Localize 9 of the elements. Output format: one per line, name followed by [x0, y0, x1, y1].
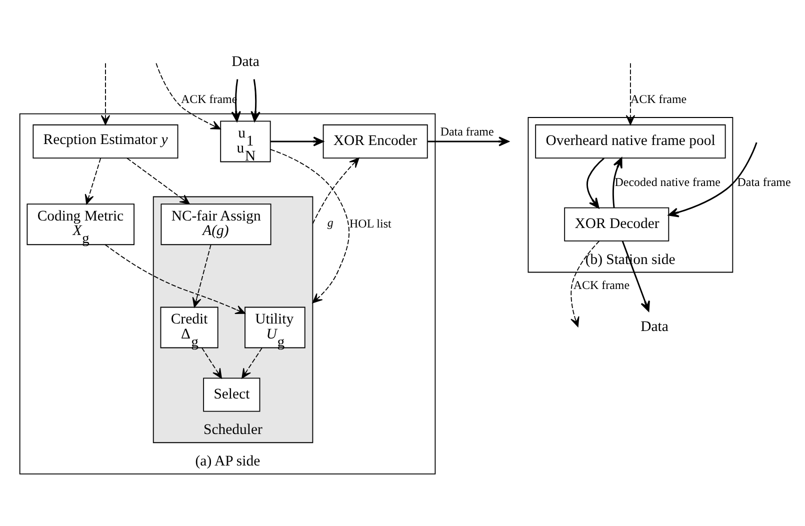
- edge-label: g: [327, 215, 334, 230]
- edge-label: Decoded native frame: [614, 174, 720, 189]
- node-text: Data: [232, 53, 260, 70]
- edge-label: ACK frame: [573, 278, 630, 292]
- node-text: Data: [640, 318, 668, 335]
- edge-label: HOL list: [350, 216, 392, 230]
- edge-label: ACK frame: [630, 92, 687, 106]
- edge-label: Data frame: [737, 174, 791, 189]
- edge-label: Data frame: [440, 124, 494, 138]
